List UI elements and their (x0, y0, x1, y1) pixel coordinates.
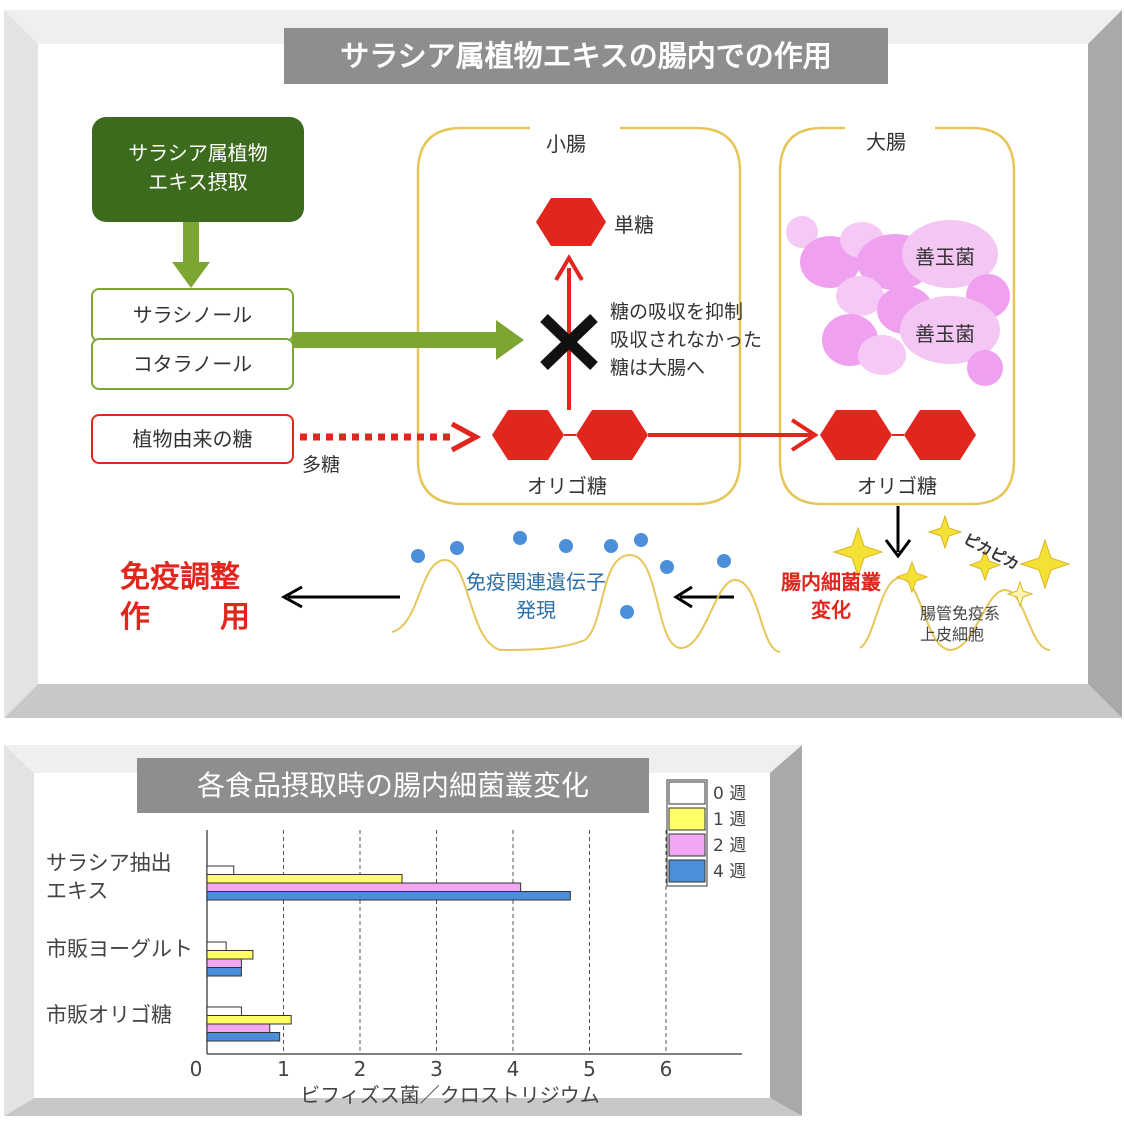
blue-dots (411, 531, 731, 619)
oligo-hexagon-4 (904, 410, 976, 460)
absorption-note-line-1: 糖の吸収を抑制 (610, 301, 744, 323)
gene-expression-line-2: 発現 (516, 598, 556, 622)
compound-kotalanol: コタラノール (91, 338, 294, 390)
oligo-hexagon-1 (492, 410, 564, 460)
absorption-note-line-2: 吸収されなかった (610, 329, 763, 351)
gene-expression: 免疫関連遺伝子 発現 (446, 568, 626, 624)
plant-sugar-box: 植物由来の糖 (91, 414, 294, 464)
small-intestine-label: 小腸 (546, 132, 586, 156)
block-x-icon (540, 314, 598, 370)
monosaccharide-hexagon (536, 198, 606, 246)
intake-line-1: サラシア属植物 (128, 141, 268, 165)
flora-change-line-2: 変化 (811, 598, 851, 622)
intake-box: サラシア属植物 エキス摂取 (92, 117, 304, 222)
epithelial-line-2: 上皮細胞 (920, 625, 985, 644)
epithelial-cells: 腸管免疫系 上皮細胞 (920, 603, 1000, 645)
gene-expression-line-1: 免疫関連遺伝子 (466, 570, 606, 594)
immune-effect-line-1: 免疫調整 (120, 560, 240, 595)
oligo-hexagon-3 (820, 410, 892, 460)
epithelial-line-1: 腸管免疫系 (920, 604, 1001, 623)
oligo-label-small: オリゴ糖 (527, 474, 607, 498)
oligo-hexagon-2 (576, 410, 648, 460)
good-bacteria-label-2: 善玉菌 (915, 322, 975, 346)
large-intestine-outline (778, 126, 1016, 506)
oligo-label-large: オリゴ糖 (857, 474, 937, 498)
diagram-title: サラシア属植物エキスの腸内での作用 (284, 28, 888, 84)
absorption-note: 糖の吸収を抑制 吸収されなかった 糖は大腸へ (610, 298, 762, 382)
chart-title: 各食品摂取時の腸内細菌叢変化 (137, 758, 649, 813)
good-bacteria-label-1: 善玉菌 (915, 245, 975, 269)
immune-effect: 免疫調整 作 用 (120, 558, 250, 638)
large-intestine-label: 大腸 (866, 130, 906, 154)
sparkle-icon (832, 514, 1071, 608)
intake-line-2: エキス摂取 (148, 170, 248, 194)
monosaccharide-label: 単糖 (614, 213, 654, 237)
small-intestine-outline (416, 126, 742, 506)
flora-change-line-1: 腸内細菌叢 (781, 570, 881, 594)
bacteria-cluster (786, 216, 1010, 386)
absorption-note-line-3: 糖は大腸へ (610, 357, 706, 379)
polysaccharide-label: 多糖 (302, 454, 341, 476)
immune-effect-line-2b: 用 (220, 600, 250, 635)
flora-change: 腸内細菌叢 変化 (770, 568, 892, 624)
compound-salacinol: サラシノール (91, 288, 294, 342)
immune-effect-line-2a: 作 (120, 600, 150, 635)
